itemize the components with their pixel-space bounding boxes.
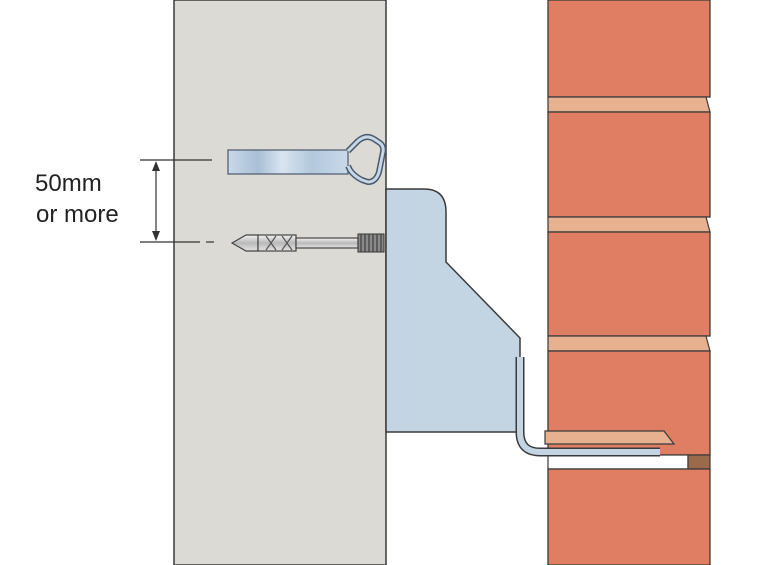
brick-wall [544, 0, 711, 565]
support-bracket [385, 188, 521, 433]
anchor-bolt [230, 233, 385, 253]
concrete-wall [173, 0, 387, 565]
dimension-marker [140, 159, 214, 243]
cast-in-channel [227, 133, 387, 185]
dimension-label-qualifier: or more [36, 201, 119, 228]
dimension-label-value: 50mm [35, 170, 102, 197]
